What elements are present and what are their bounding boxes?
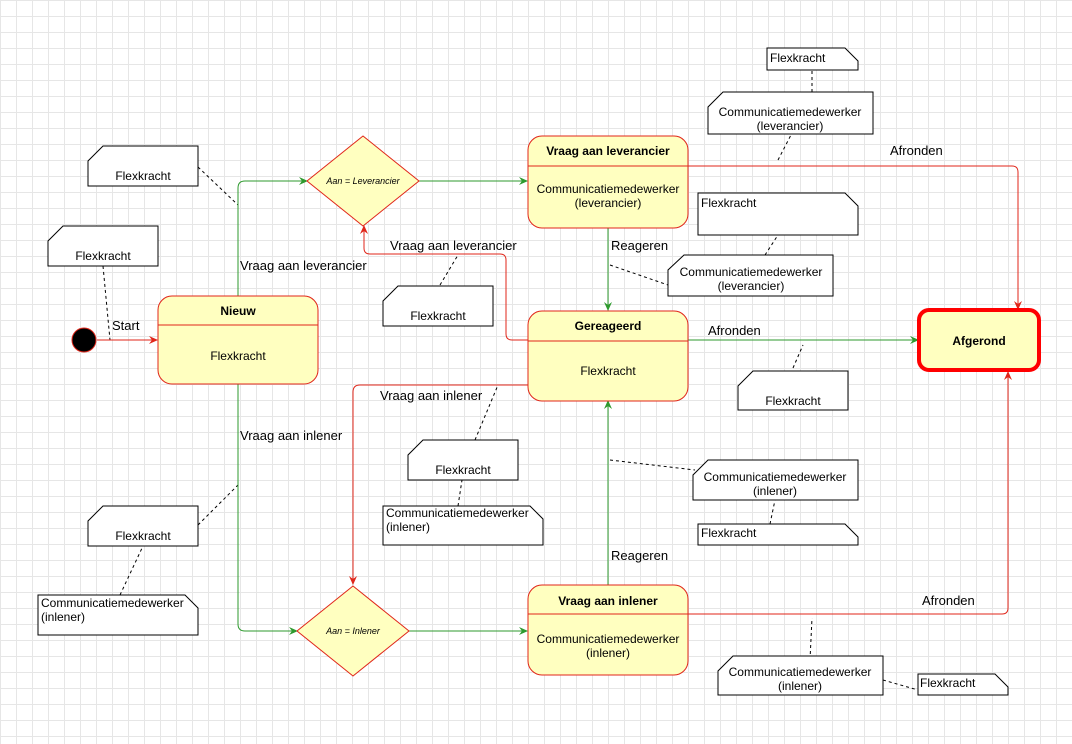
note-text: (inlener) (778, 679, 822, 693)
note-text: Flexkracht (410, 309, 466, 323)
note-comm-inlener-3: Communicatiemedewerker (inlener) (382, 505, 544, 546)
note-flexkracht-4: Flexkracht (382, 285, 494, 327)
note-flexkracht-7: Flexkracht (766, 47, 859, 71)
state-vraag-leverancier-body1: Communicatiemedewerker (537, 182, 680, 196)
note-text: Flexkracht (701, 526, 757, 540)
decision-leverancier[interactable]: Aan = Leverancier (306, 135, 420, 227)
state-vraag-inlener-body2: (inlener) (586, 646, 630, 660)
note-text: Communicatiemedewerker (729, 665, 872, 679)
edge-vraag-leverancier-to-afgerond[interactable] (688, 165, 1022, 310)
note-text: (leverancier) (757, 119, 824, 133)
note-text: Communicatiemedewerker (41, 596, 184, 610)
state-vraag-aan-leverancier[interactable]: Vraag aan leverancier Communicatiemedewe… (527, 135, 689, 229)
state-vraag-leverancier-body2: (leverancier) (575, 196, 642, 210)
initial-node[interactable] (71, 327, 97, 353)
edge-label-vraag-inlener-1: Vraag aan inlener (240, 428, 343, 443)
state-nieuw-title: Nieuw (220, 304, 256, 318)
state-nieuw[interactable]: Nieuw Flexkracht (157, 295, 319, 385)
note-flexkracht-3: Flexkracht (87, 505, 199, 547)
note-flexkracht-10: Flexkracht (917, 673, 1009, 696)
state-nieuw-body: Flexkracht (210, 349, 266, 363)
edge-gereageerd-to-decision-leverancier[interactable] (360, 225, 528, 341)
note-text: Communicatiemedewerker (704, 470, 847, 484)
edge-label-afronden-2: Afronden (708, 323, 761, 338)
state-gereageerd-body: Flexkracht (580, 364, 636, 378)
note-text: (inlener) (386, 520, 430, 534)
note-text: (inlener) (41, 610, 85, 624)
edge-label-vraag-inlener-2: Vraag aan inlener (380, 388, 483, 403)
note-text: Flexkracht (765, 394, 821, 408)
note-comm-leverancier-2: Communicatiemedewerker (leverancier) (667, 254, 834, 297)
state-vraag-leverancier-title: Vraag aan leverancier (546, 144, 670, 158)
note-comm-inlener-4: Communicatiemedewerker (inlener) (37, 594, 199, 636)
note-flexkracht-9: Flexkracht (697, 523, 859, 546)
note-text: (leverancier) (718, 279, 785, 293)
edge-label-start: Start (112, 318, 140, 333)
note-comm-inlener-2: Communicatiemedewerker (inlener) (717, 655, 884, 696)
note-flexkracht-2: Flexkracht (47, 225, 159, 267)
edge-gereageerd-to-decision-inlener[interactable] (349, 384, 528, 585)
note-text: Flexkracht (920, 676, 976, 690)
note-comm-inlener-1: Communicatiemedewerker (inlener) (692, 459, 859, 501)
edge-nieuw-to-decision-leverancier[interactable] (237, 177, 308, 298)
note-comm-leverancier-1: Communicatiemedewerker (leverancier) (707, 91, 874, 135)
edge-label-afronden-1: Afronden (890, 143, 943, 158)
decision-inlener-label: Aan = Inlener (325, 626, 381, 636)
state-vraag-inlener-title: Vraag aan inlener (558, 594, 658, 608)
note-flexkracht-6: Flexkracht (737, 370, 849, 411)
edge-label-reageren-2: Reageren (611, 548, 668, 563)
state-vraag-inlener-body1: Communicatiemedewerker (537, 632, 680, 646)
note-text: Communicatiemedewerker (386, 506, 529, 520)
note-text: Communicatiemedewerker (719, 105, 862, 119)
edge-label-reageren-1: Reageren (611, 238, 668, 253)
decision-leverancier-label: Aan = Leverancier (325, 176, 400, 186)
note-text: Flexkracht (75, 249, 131, 263)
note-flexkracht-1: Flexkracht (87, 145, 199, 187)
state-afgerond-title: Afgerond (952, 334, 1005, 348)
edge-vraag-inlener-to-afgerond[interactable] (688, 371, 1012, 615)
note-text: Flexkracht (701, 196, 757, 210)
note-text: Communicatiemedewerker (680, 265, 823, 279)
note-text: Flexkracht (435, 463, 491, 477)
state-gereageerd-title: Gereageerd (575, 319, 642, 333)
edge-label-vraag-leverancier-2: Vraag aan leverancier (390, 238, 517, 253)
edge-label-afronden-3: Afronden (922, 593, 975, 608)
state-afgerond[interactable]: Afgerond (917, 308, 1041, 372)
decision-inlener[interactable]: Aan = Inlener (296, 585, 410, 677)
note-text: (inlener) (753, 484, 797, 498)
state-gereageerd[interactable]: Gereageerd Flexkracht (527, 310, 689, 402)
note-text: Flexkracht (115, 529, 171, 543)
state-vraag-aan-inlener[interactable]: Vraag aan inlener Communicatiemedewerker… (527, 584, 689, 676)
note-text: Flexkracht (115, 169, 171, 183)
edge-nieuw-to-decision-inlener[interactable] (237, 384, 298, 635)
edge-label-vraag-leverancier-1: Vraag aan leverancier (240, 258, 367, 273)
note-text: Flexkracht (770, 51, 826, 65)
note-flexkracht-8: Flexkracht (697, 192, 859, 236)
note-flexkracht-5: Flexkracht (407, 439, 519, 481)
